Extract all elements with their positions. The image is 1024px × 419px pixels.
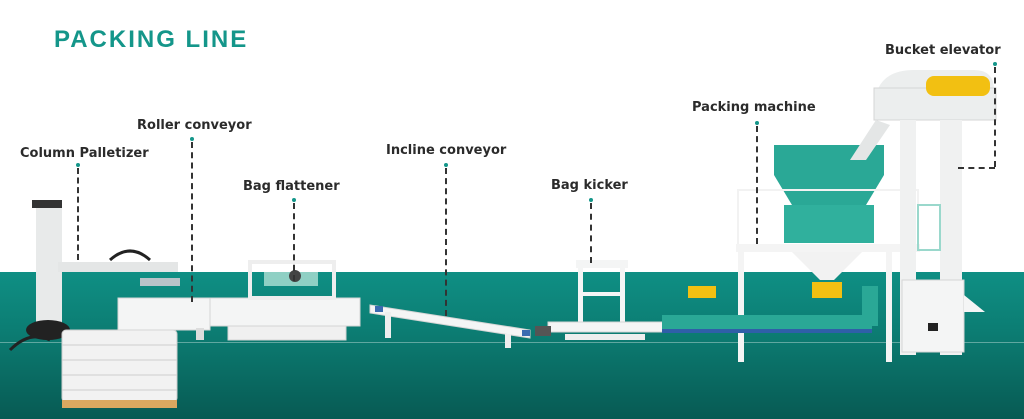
floor-grid-line <box>0 342 1024 343</box>
bucket-elevator-illustration <box>850 70 997 355</box>
leader-line-horizontal <box>958 167 995 169</box>
leader-dot <box>755 121 759 125</box>
leader-dot <box>589 198 593 202</box>
leader-dot <box>76 163 80 167</box>
leader-dot <box>444 163 448 167</box>
leader-dot <box>292 198 296 202</box>
column-palletizer-illustration <box>8 200 180 352</box>
packing-machine-illustration <box>662 145 920 362</box>
leader-dot <box>190 137 194 141</box>
label-column-palletizer: Column Palletizer <box>20 146 149 161</box>
label-incline-conveyor: Incline conveyor <box>386 143 507 158</box>
bag-flattener-illustration <box>209 260 361 341</box>
label-bag-flattener: Bag flattener <box>243 179 340 194</box>
label-bucket-elevator: Bucket elevator <box>885 43 1001 58</box>
leader-line <box>445 168 447 316</box>
bag-stack-illustration <box>61 329 178 408</box>
label-bag-kicker: Bag kicker <box>551 178 628 193</box>
incline-conveyor-illustration <box>369 304 531 348</box>
leader-line <box>293 203 295 281</box>
leader-dot <box>993 62 997 66</box>
leader-line <box>77 168 79 260</box>
label-packing-machine: Packing machine <box>692 100 816 115</box>
leader-line <box>590 203 592 263</box>
leader-line <box>191 142 193 302</box>
leader-line <box>756 126 758 244</box>
label-roller-conveyor: Roller conveyor <box>137 118 252 133</box>
page-title: PACKING LINE <box>54 26 249 53</box>
bag-kicker-illustration <box>535 260 664 340</box>
leader-line <box>994 67 996 167</box>
